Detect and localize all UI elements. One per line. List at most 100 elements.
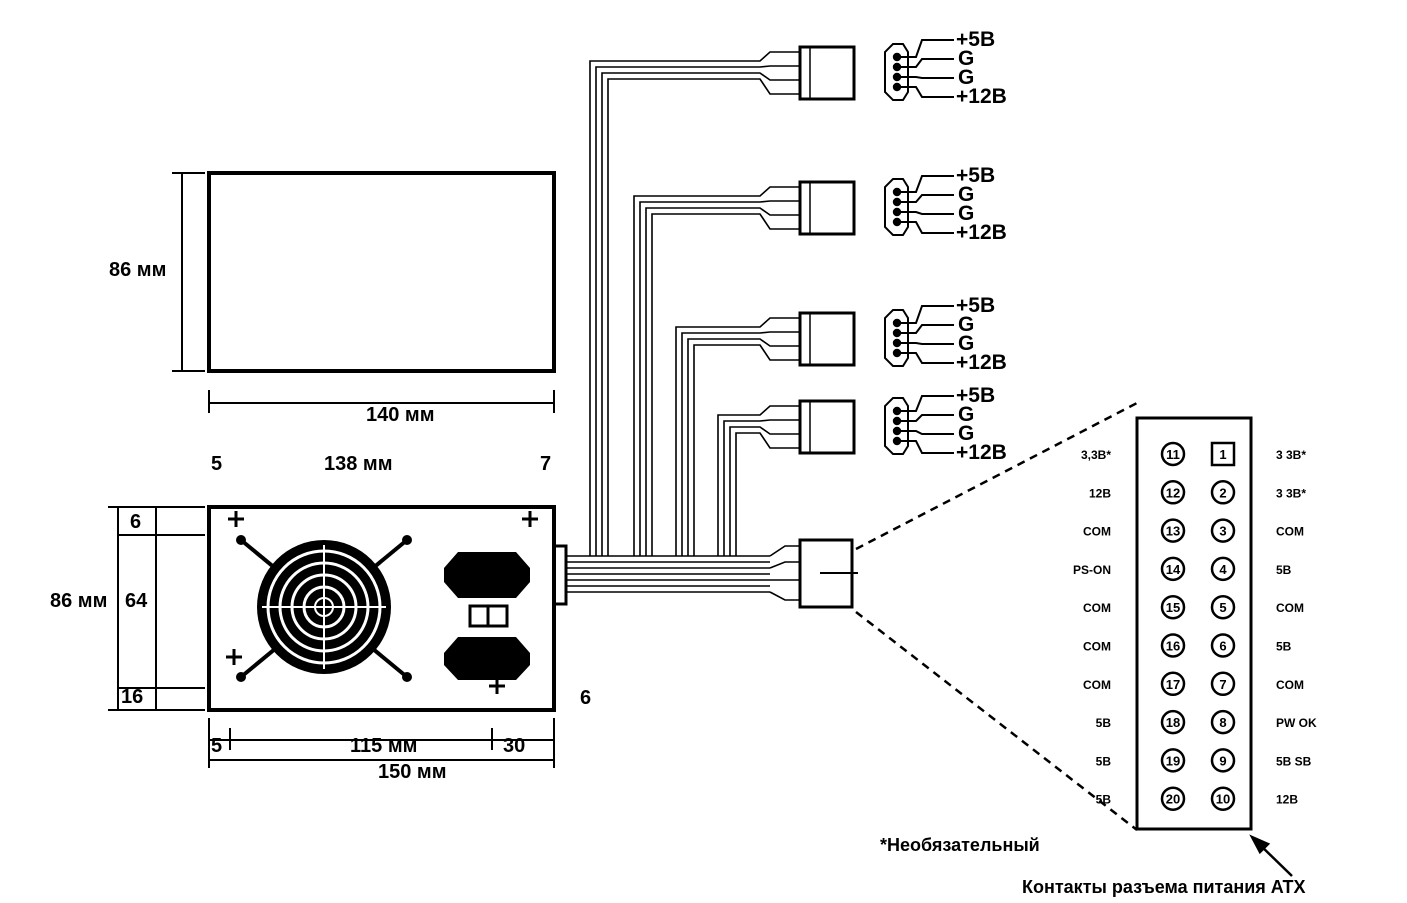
pin-label: +5В [956,28,995,51]
molex-pin-dot [892,62,902,72]
atx-right-label: COM [1276,601,1304,615]
atx-pin-circle [1210,633,1236,658]
atx-pin-circle [1210,556,1236,582]
molex-leader-line [900,342,954,345]
molex-pin-dot [892,207,902,217]
pin-label: G [958,422,974,445]
pin-label: G [958,66,974,89]
atx-right-label: PW OK [1276,716,1317,730]
atx-right-label: 3 3В* [1276,486,1306,500]
atx-pin-circle [1160,786,1186,811]
molex-pin-dot [892,187,902,197]
front-inner-height: 64 [125,590,148,612]
atx-left-label: PS-ON [1073,563,1111,577]
atx-pin-number: 10 [1216,792,1230,807]
atx-pin-number: 5 [1219,600,1226,615]
molex-pin-dot [892,318,902,328]
molex-connector-2: +5В G G +12В [956,164,1007,244]
molex-pin-dot [892,436,902,446]
atx-pin-number: 4 [1219,562,1227,577]
molex-leader-line [900,58,954,68]
front-top-margin: 6 [130,511,141,533]
molex-leader-line [900,175,954,193]
caption: Контакты разъема питания ATX [1022,877,1305,897]
top-height-label: 86 мм [109,259,166,281]
atx-pin-number: 7 [1219,677,1226,692]
cable-bundle [566,51,800,601]
atx-left-label: COM [1083,640,1111,654]
footnote: *Необязательный [880,835,1040,855]
molex-pin-dot [892,197,902,207]
pin-label: G [958,183,974,206]
atx-pin-number: 19 [1166,753,1180,768]
atx-pin-number: 16 [1166,639,1180,654]
molex-pin-dot [892,217,902,227]
molex-leader-line [900,440,954,454]
atx-pin-number: 13 [1166,524,1180,539]
molex-leader-line [900,430,954,435]
pin-label: G [958,332,974,355]
atx-pin-circle [1160,441,1186,467]
atx-pin-circle [1210,480,1236,505]
pin-label: +12В [956,441,1007,464]
atx-pin-number: 11 [1166,447,1180,462]
atx-right-label: COM [1276,525,1304,539]
molex-leader-line [900,395,954,412]
atx-pin-number: 6 [1219,639,1226,654]
atx-pin-number: 8 [1219,715,1226,730]
atx-pin-circle [1160,594,1186,620]
atx-pin-number: 9 [1219,753,1226,768]
molex-pin-dot [892,406,902,416]
atx-pin-circle [1210,786,1236,811]
atx-right-label: COM [1276,678,1304,692]
atx-pin-number: 3 [1219,524,1226,539]
atx-pin-circle [1210,518,1236,543]
fan-icon [236,535,412,682]
atx-pin-number: 14 [1166,562,1181,577]
molex-leader-line [900,211,954,215]
top-view-box [207,171,556,373]
molex-leader-line [900,352,954,364]
front-view [108,505,568,768]
atx-right-label: 3 3В* [1276,448,1306,462]
atx-left-label: 5В [1096,716,1112,730]
atx-left-label: 3,3В* [1081,448,1111,462]
pin-label: G [958,202,974,225]
zoom-lines [855,401,1138,831]
atx-pin-circle [1210,594,1236,620]
pin-label: +12В [956,351,1007,374]
molex-leader-line [900,76,954,79]
molex-leader-line [900,414,954,422]
molex-leader-line [900,194,954,203]
molex-leader-line [900,324,954,334]
pin-label: G [958,403,974,426]
atx-left-label: COM [1083,525,1111,539]
molex-pin-dot [892,328,902,338]
atx-left-label: 5В [1096,754,1112,768]
atx-pin-circle [1160,633,1186,658]
atx-pin-number: 20 [1166,792,1180,807]
molex-leader-line [900,305,954,324]
pin-label: +5В [956,294,995,317]
top-view [172,171,556,413]
atx-pin-circle [1210,748,1236,773]
screw-crosses [226,511,538,694]
atx-pin-circle [1160,480,1186,505]
bottom-offset-left: 5 [211,735,222,757]
side-label: 6 [580,687,591,709]
arrow-icon [1249,834,1293,877]
atx-pin-number: 1 [1219,447,1226,462]
molex-connector-4: +5В G G +12В [956,384,1007,464]
atx-left-label: 12В [1089,486,1111,500]
atx-pin-circle [1160,748,1186,773]
atx-right-label: 12В [1276,793,1298,807]
atx-pin-number: 15 [1166,600,1180,615]
pin-label: +5В [956,164,995,187]
molex-pin-dot [892,82,902,92]
molex-pin-dot [892,348,902,358]
pin-label: +12В [956,221,1007,244]
front-view-box [207,505,556,712]
pin-label: +5В [956,384,995,407]
molex-leader-line [900,86,954,98]
